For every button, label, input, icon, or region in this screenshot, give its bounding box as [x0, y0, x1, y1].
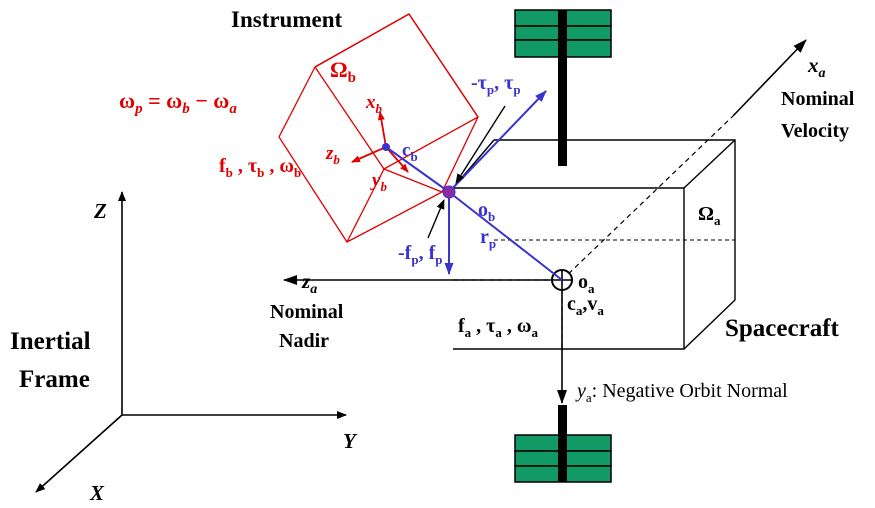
yb-label: yb	[370, 170, 387, 194]
x-axis-label: X	[89, 481, 105, 505]
attach-point-marker	[442, 185, 456, 199]
instrument-axes	[351, 111, 409, 173]
ya-negative-orbit-normal-label: ya: Negative Orbit Normal	[575, 380, 788, 405]
spacecraft-label: Spacecraft	[725, 315, 840, 342]
fb-taub-omegab-label: fb , τb , ωb	[219, 155, 301, 180]
nominal-nadir-line1: Nominal	[270, 301, 344, 323]
ca-va-label: ca,va	[567, 293, 604, 318]
xb-label: xb	[365, 92, 383, 116]
zb-label: zb	[325, 143, 340, 167]
fp-label: -fp, fp	[398, 242, 442, 267]
rp-label: rp	[480, 226, 496, 251]
y-axis-label: Y	[343, 429, 358, 453]
force-pointer	[427, 199, 445, 239]
instrument-label: Instrument	[231, 7, 343, 32]
xa-axis-arrow	[732, 39, 807, 117]
ob-label: ob	[478, 199, 495, 224]
instrument-body	[278, 13, 479, 243]
solar-array-top	[514, 9, 612, 166]
inertial-frame: Z Y X Inertial Frame	[10, 191, 358, 505]
omega-p-equation: ωp = ωb − ωa	[119, 88, 237, 117]
xa-label: xa	[807, 53, 826, 81]
cb-label: cb	[402, 140, 418, 164]
solar-array-bottom	[514, 405, 612, 483]
inertial-frame-label-line1: Inertial	[10, 328, 91, 355]
inertial-frame-label-line2: Frame	[19, 366, 90, 393]
fa-taua-omegaa-label: fa , τa , ωa	[458, 315, 539, 340]
z-axis-label: Z	[93, 199, 107, 223]
za-label: za	[301, 269, 317, 297]
nominal-velocity-line2: Velocity	[781, 120, 849, 142]
omega-b-label: Ωb	[330, 57, 356, 86]
nominal-nadir-line2: Nadir	[279, 330, 329, 352]
tau-p-label: -τp, τp	[471, 72, 521, 97]
inertial-x-axis	[35, 414, 123, 493]
blue-vectors	[385, 90, 563, 281]
oa-label: oa	[578, 271, 595, 296]
nominal-velocity-line1: Nominal	[781, 88, 855, 110]
tau-pointer	[455, 105, 506, 184]
omega-a-label: Ωa	[698, 203, 721, 228]
